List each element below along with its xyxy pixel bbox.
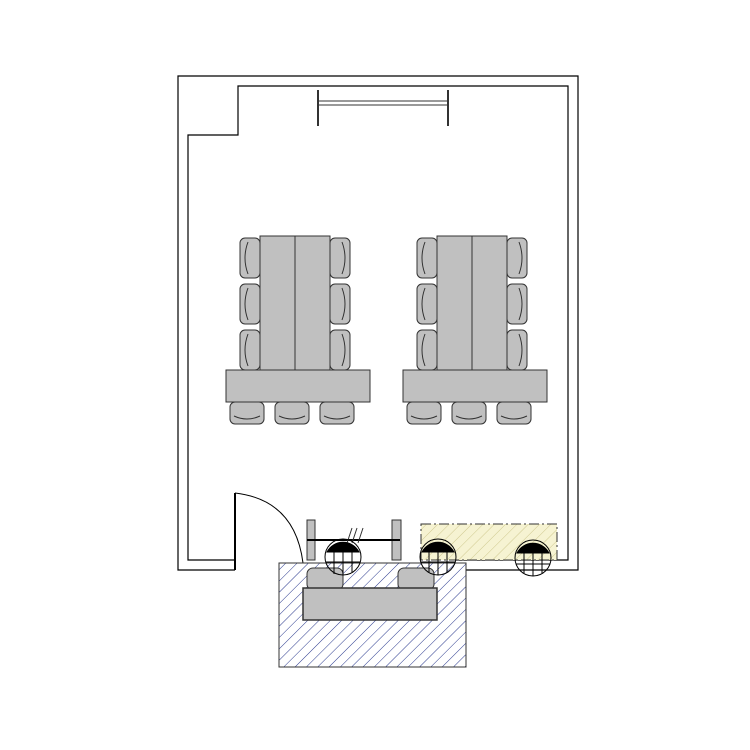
yellow-hatched-zone	[420, 523, 558, 561]
walls	[177, 75, 579, 571]
rack	[306, 519, 402, 561]
whiteboard	[317, 90, 449, 126]
blue-hatched-zone	[278, 562, 467, 668]
lamp-icon	[514, 539, 552, 577]
door[interactable]	[234, 492, 304, 570]
lamp-icon	[419, 538, 457, 576]
table-cluster-right	[403, 236, 547, 424]
lamps	[324, 538, 552, 577]
table-cluster-left	[226, 236, 370, 424]
lamp-icon	[324, 538, 362, 576]
